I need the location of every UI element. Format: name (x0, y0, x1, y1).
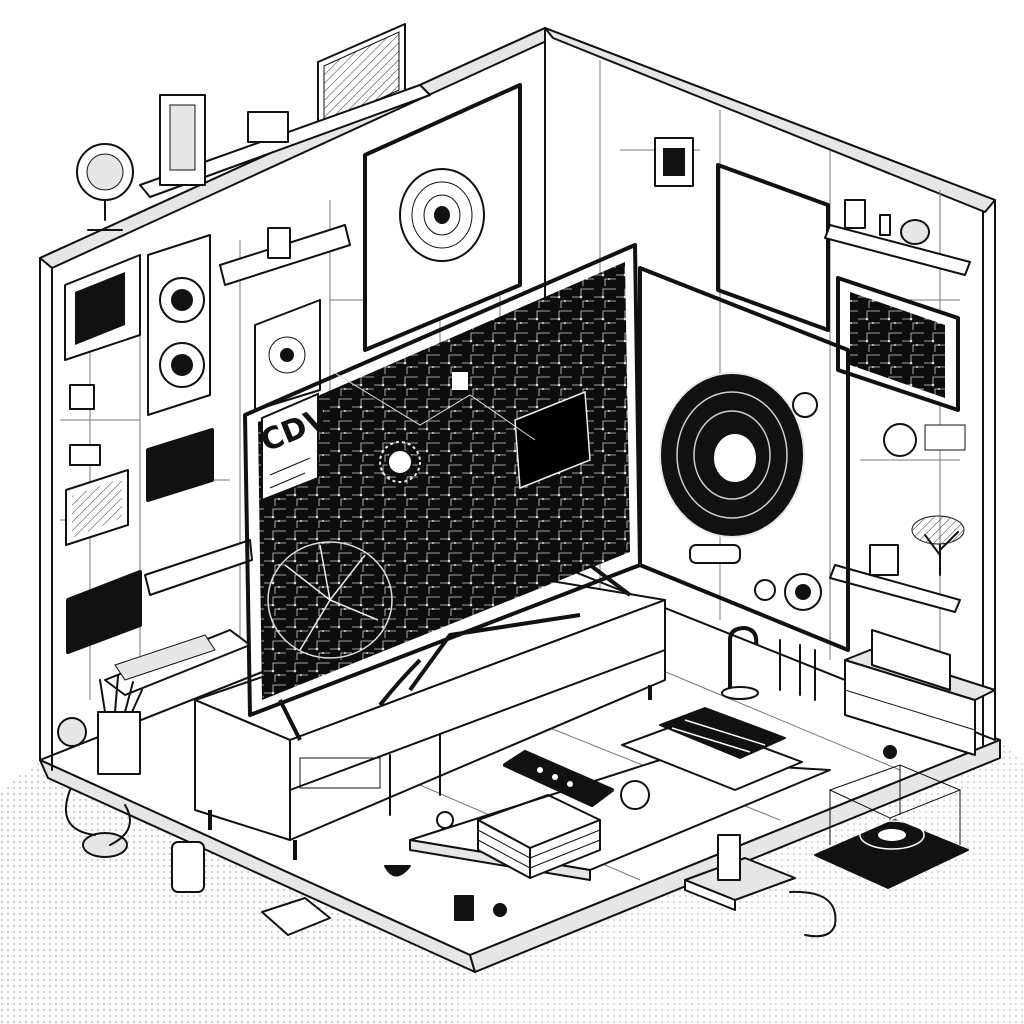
floor-objects (65, 707, 969, 938)
main-tv: CDV (243, 243, 642, 741)
wall-speaker (147, 234, 211, 416)
left-wall-decor (57, 23, 522, 775)
wall-art-circuit-right (716, 163, 830, 332)
tv-remote (503, 750, 614, 807)
book-stack (477, 794, 601, 879)
right-wall-decor (654, 137, 996, 756)
floor (0, 559, 1024, 1024)
set-top-box (684, 834, 796, 911)
tv-sun-graphic (379, 441, 421, 483)
side-cabinet (844, 629, 996, 756)
desk-lamp-round (76, 143, 134, 231)
glass-display-case (814, 764, 969, 889)
top-shelf-lantern (159, 94, 206, 186)
keyboard-tray (621, 707, 803, 791)
tv-fan-graphic (267, 541, 393, 659)
bonsai-tree (911, 515, 965, 576)
pencil-cup (97, 675, 143, 775)
wall-art-spiral (363, 83, 522, 352)
